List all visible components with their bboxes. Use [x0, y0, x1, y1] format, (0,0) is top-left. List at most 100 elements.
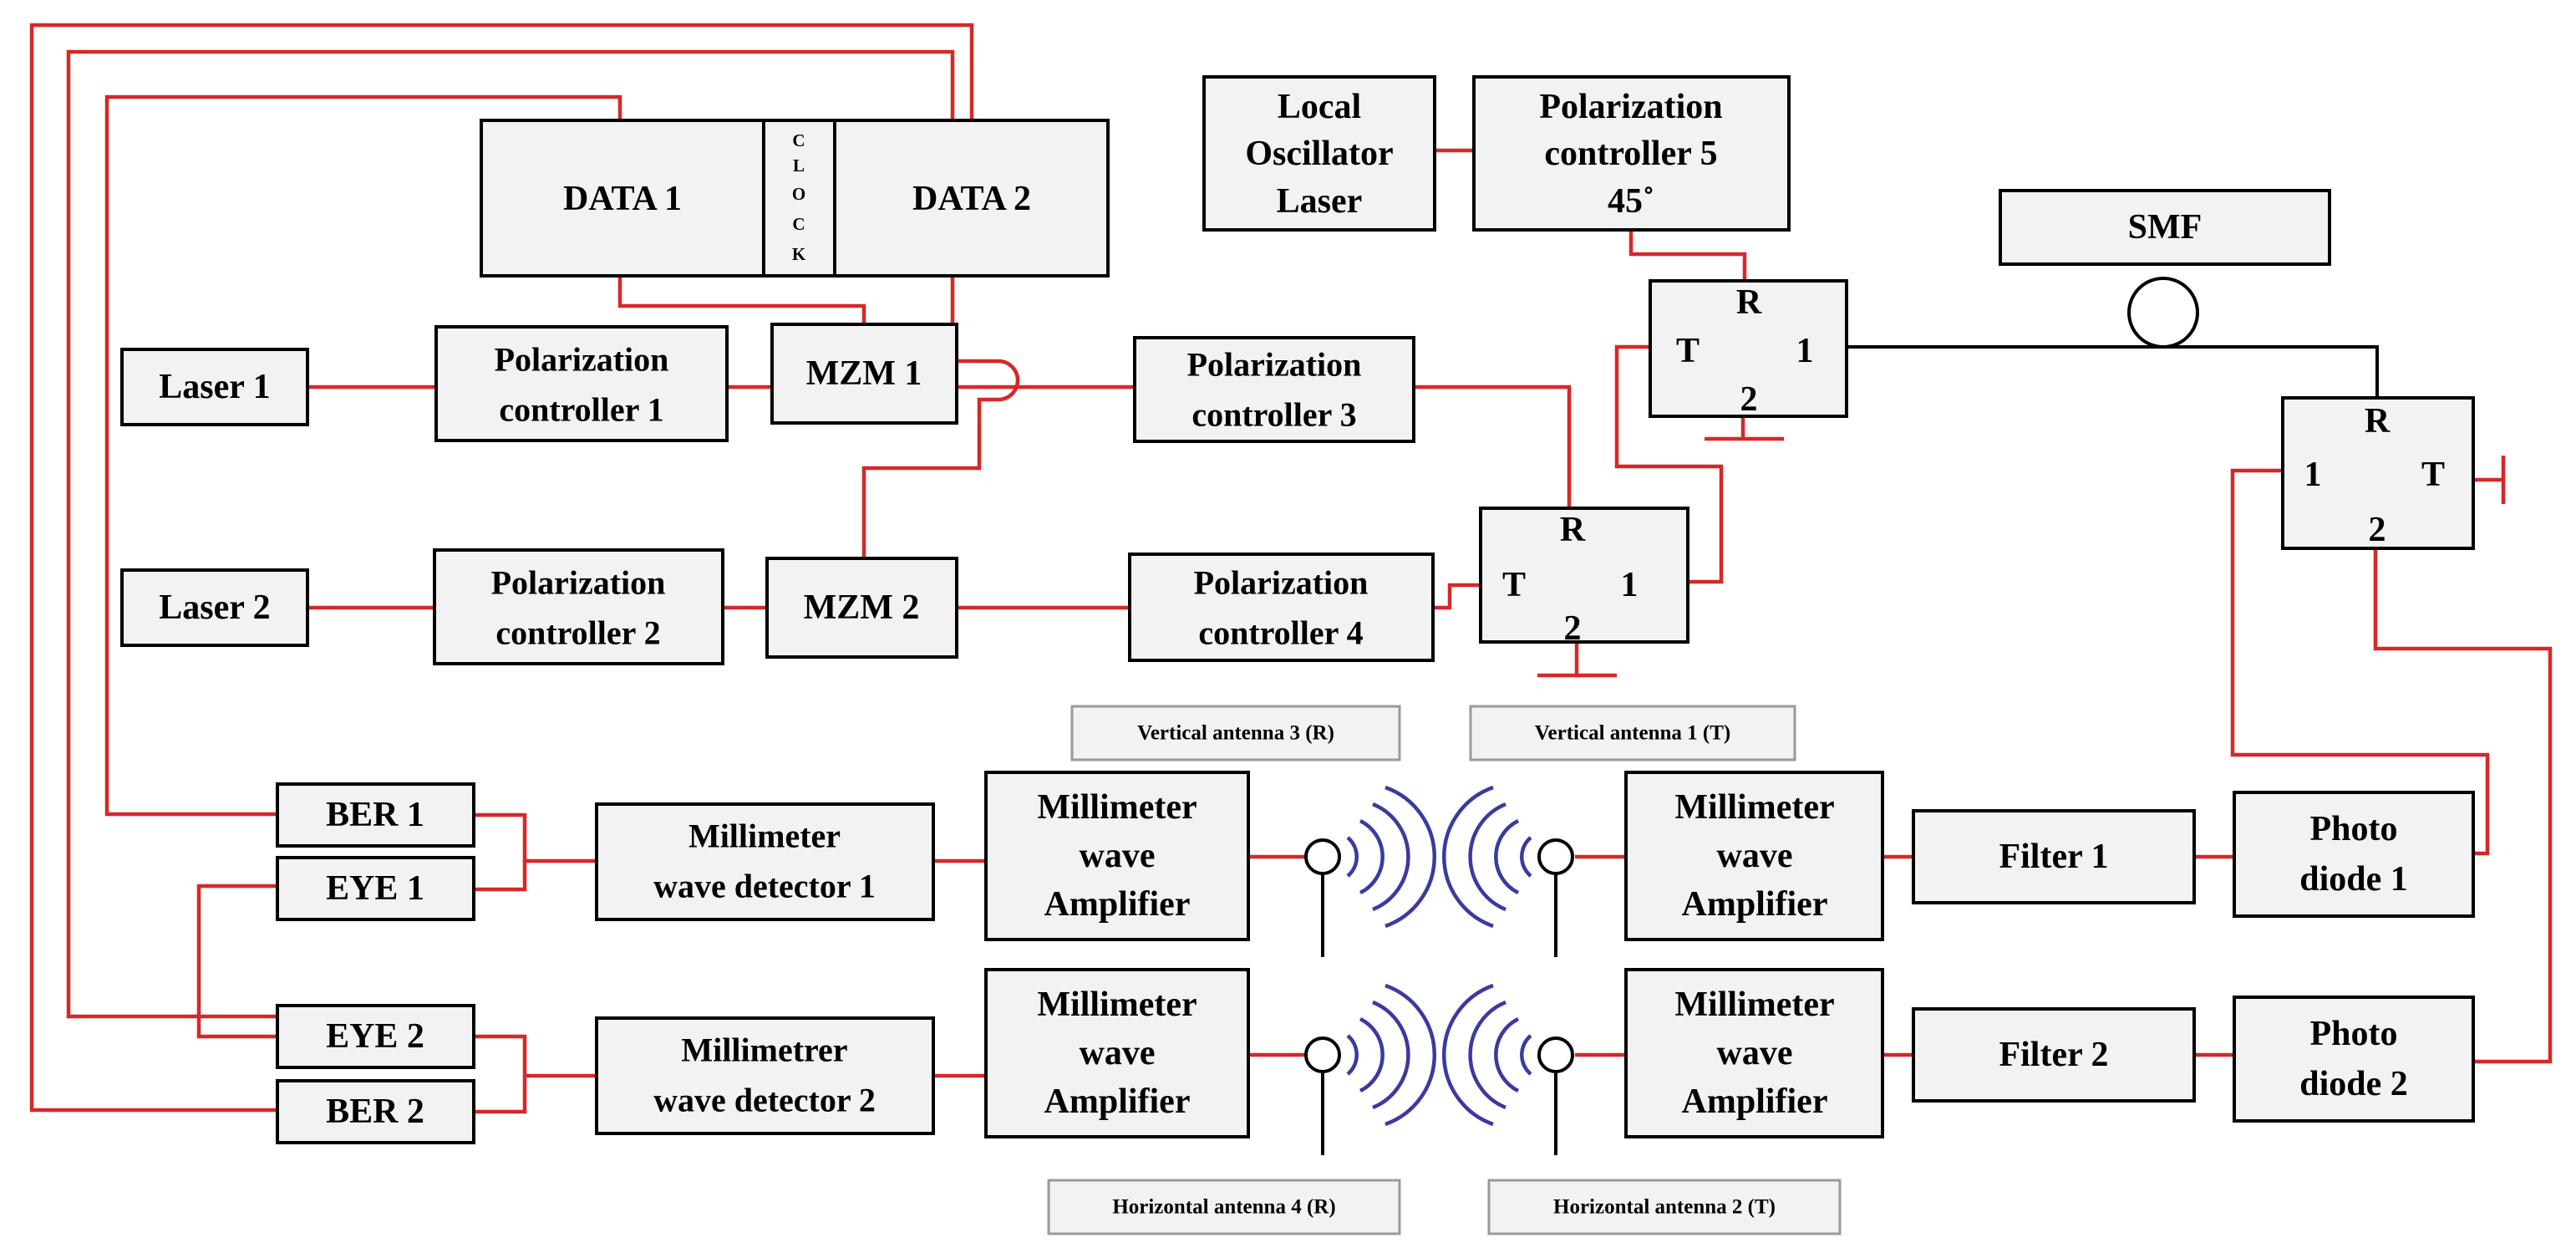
circulator-3-port-t: T [2421, 456, 2445, 494]
circulator-1-port-t: T [1676, 332, 1700, 370]
link-data2-to-eye2 [66, 49, 955, 1019]
amplifier-tx1-line2: wave [1717, 837, 1793, 875]
label-v1-box [1469, 705, 1796, 761]
link-ber1-det1 [474, 812, 597, 863]
amplifier-tx2-line1: Millimeter [1674, 986, 1834, 1024]
laser1-box [120, 348, 309, 426]
antenna-v3-icon [1304, 785, 1437, 929]
amplifier-tx2-line3: Amplifier [1682, 1082, 1828, 1121]
data2-box [833, 119, 1110, 278]
clock-letter-c1: C [792, 130, 805, 150]
antenna-v1-icon [1441, 785, 1574, 929]
amplifier-tx1-line1: Millimeter [1674, 788, 1834, 827]
amplifier-tx1-line3: Amplifier [1682, 885, 1828, 924]
link-circ1-port2 [1705, 416, 1784, 441]
clock-letter-o: O [792, 184, 805, 204]
amplifier-rx2-line3: Amplifier [1044, 1082, 1191, 1121]
local-oscillator-line2: Oscillator [1245, 135, 1393, 173]
ber2-label: BER 2 [326, 1092, 424, 1131]
circulator-3-port-2: 2 [2369, 511, 2386, 549]
optical-links [1321, 277, 2379, 1155]
link-circ1-smf [1847, 345, 2379, 398]
local-oscillator-box [1202, 75, 1436, 232]
amplifier-rx1-line3: Amplifier [1044, 885, 1191, 924]
pc5-line2: controller 5 [1544, 135, 1717, 173]
label-v1: Vertical antenna 1 (T) [1535, 722, 1730, 745]
amplifier-rx1-box [984, 771, 1250, 941]
detector2-line2: wave detector 2 [653, 1082, 876, 1119]
mzm2-label: MZM 2 [804, 588, 920, 627]
filter1-box [1912, 809, 2196, 904]
mzm1-box [770, 323, 958, 425]
mzm1-label: MZM 1 [806, 354, 922, 393]
detector1-line1: Millimeter [688, 817, 841, 855]
amplifier-tx2-line2: wave [1717, 1034, 1793, 1072]
clock-letter-l: L [793, 155, 805, 176]
circulator-3-port-r: R [2365, 402, 2391, 441]
clock-letter-c2: C [792, 214, 805, 234]
pc1-box [434, 325, 729, 442]
link-circ3-pd2 [2373, 548, 2553, 1064]
data1-label: DATA 1 [563, 180, 682, 218]
pc2-box [433, 548, 724, 665]
label-h2-box [1487, 1179, 1842, 1235]
eye1-box [276, 856, 475, 921]
pc5-line1: Polarization [1539, 88, 1722, 126]
link-data1-to-mzm1 [617, 276, 866, 324]
pc2-line1: Polarization [491, 564, 666, 602]
amplifier-rx2-box [984, 968, 1250, 1138]
pc3-line2: controller 3 [1191, 396, 1356, 434]
circulator-3-port-1: 1 [2304, 456, 2322, 494]
link-eye2-det2 [474, 1034, 597, 1078]
amplifier-tx1-box [1624, 771, 1884, 941]
detector1-line2: wave detector 1 [653, 868, 876, 905]
pc5-box [1472, 75, 1791, 232]
link-circ2-port2 [1537, 642, 1617, 678]
circulator-1 [1649, 279, 1848, 418]
laser1-label: Laser 1 [159, 368, 270, 406]
pc1-line1: Polarization [495, 341, 669, 379]
filter1-label: Filter 1 [1999, 838, 2108, 876]
circulator-1-port-r: R [1736, 283, 1762, 322]
circulator-2-port-2: 2 [1564, 609, 1582, 648]
photodiode1-line2: diode 1 [2299, 860, 2408, 899]
eye2-label: EYE 2 [326, 1017, 424, 1056]
smf-box [1999, 189, 2331, 266]
circulator-2-port-t: T [1502, 566, 1526, 604]
amplifier-rx1-line1: Millimeter [1037, 788, 1197, 827]
local-oscillator-line1: Local [1278, 88, 1361, 126]
link-ber2-det2 [474, 1076, 527, 1114]
ber1-box [276, 782, 475, 848]
pc1-line2: controller 1 [499, 391, 663, 429]
pc3-line1: Polarization [1187, 346, 1362, 384]
mzm2-box [765, 557, 958, 659]
pc4-line1: Polarization [1194, 564, 1369, 602]
ber2-box [276, 1079, 475, 1144]
link-data2-to-mzm2 [861, 276, 1020, 558]
clock-box [762, 119, 836, 278]
label-v3-box [1070, 705, 1401, 761]
circulator-1-port-1: 1 [1796, 332, 1814, 370]
data2-label: DATA 2 [912, 180, 1031, 218]
data1-box [480, 119, 765, 278]
link-data2-to-ber2 [29, 23, 974, 1113]
photodiode1-line1: Photo [2310, 810, 2398, 848]
link-data1-to-ber1 [104, 94, 622, 817]
link-circ3-pd1 [2230, 468, 2490, 856]
amplifier-rx2-line2: wave [1080, 1034, 1156, 1072]
local-oscillator-line3: Laser [1277, 182, 1363, 221]
pc4-line2: controller 4 [1198, 614, 1363, 652]
label-h4: Horizontal antenna 4 (R) [1112, 1196, 1335, 1219]
antenna-h2-icon [1441, 983, 1574, 1127]
label-v3: Vertical antenna 3 (R) [1137, 722, 1334, 745]
photodiode2-box [2233, 996, 2475, 1123]
label-h2: Horizontal antenna 2 (T) [1553, 1196, 1776, 1219]
amplifier-tx2-box [1624, 968, 1884, 1138]
ber1-label: BER 1 [326, 796, 424, 834]
circulator-2-port-1: 1 [1621, 566, 1639, 604]
link-circ3-port-t [2473, 456, 2506, 504]
laser2-box [120, 568, 309, 647]
photodiode2-line2: diode 2 [2299, 1065, 2408, 1103]
label-h4-box [1047, 1179, 1401, 1235]
circulator-2-port-r: R [1560, 511, 1586, 549]
